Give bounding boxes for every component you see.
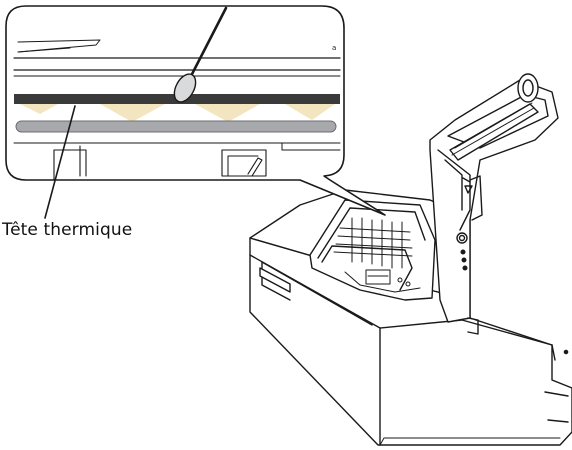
magnified-callout: a — [5, 5, 386, 216]
thermal-head-mechanism — [333, 217, 421, 293]
callout-bubble — [5, 5, 386, 216]
roller-bar — [15, 120, 337, 133]
svg-text:a: a — [332, 44, 336, 52]
thermal-head-label: Tête thermique — [2, 220, 133, 240]
cotton-swab-icon — [173, 6, 228, 103]
swab-stick — [188, 6, 228, 80]
heat-element-highlights — [20, 104, 335, 122]
swab-tip — [173, 73, 197, 103]
printer-illustration — [249, 73, 572, 446]
callout-leader-line — [44, 105, 76, 219]
